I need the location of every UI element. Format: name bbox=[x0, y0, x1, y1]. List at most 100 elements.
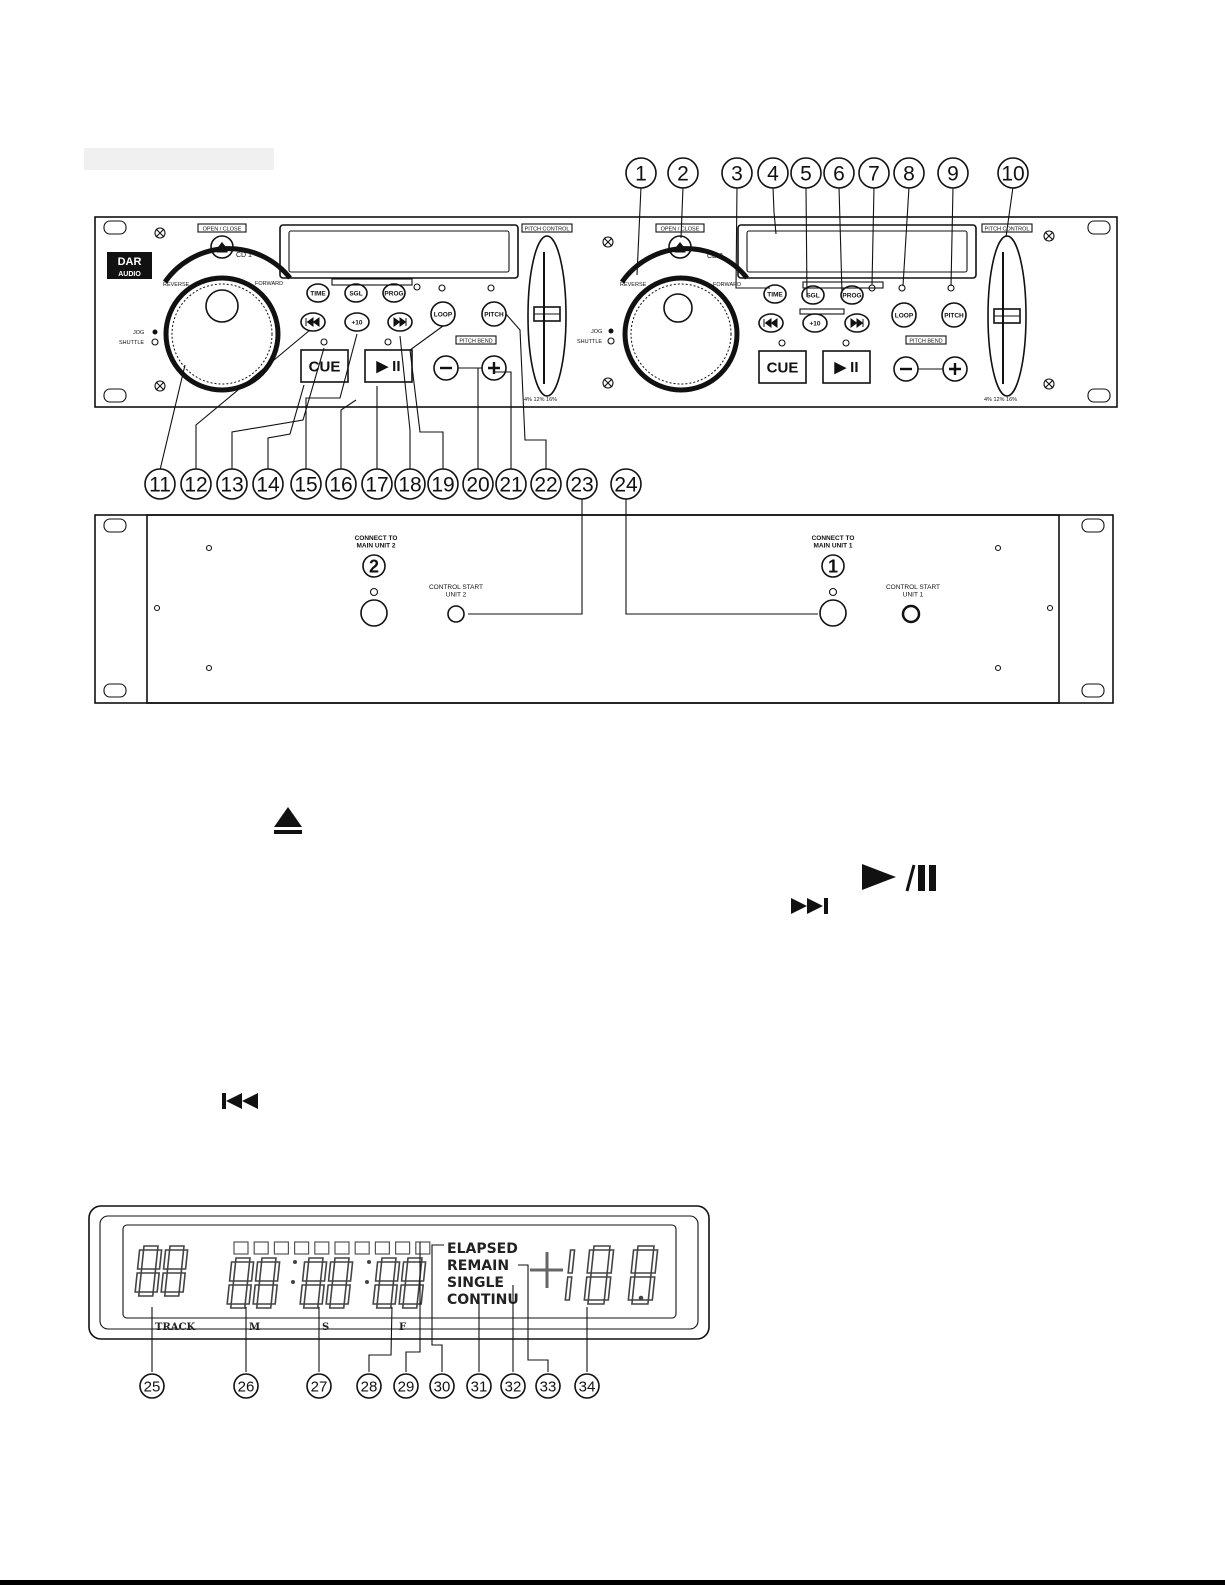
next-track-button[interactable] bbox=[387, 312, 413, 332]
plus10-button[interactable]: +10 bbox=[344, 312, 370, 332]
callout-18: 18 bbox=[394, 468, 426, 500]
callout-3: 3 bbox=[721, 157, 753, 189]
callout-32: 32 bbox=[500, 1373, 526, 1399]
play-pause-icon bbox=[862, 864, 936, 892]
cue-button[interactable]: CUE bbox=[300, 349, 349, 383]
pitch-bend-plus-button[interactable] bbox=[481, 355, 507, 381]
screw-icon bbox=[154, 227, 166, 239]
control-start-unit1-jack[interactable] bbox=[901, 604, 921, 624]
svg-text:TIME: TIME bbox=[310, 291, 326, 298]
callout-4: 4 bbox=[757, 157, 789, 189]
pitch-led bbox=[487, 284, 495, 292]
lcd-continu: CONTINU bbox=[447, 1292, 519, 1308]
svg-text:12: 12 bbox=[184, 474, 207, 497]
lcd-index-bar bbox=[233, 1241, 431, 1255]
svg-text:11: 11 bbox=[149, 474, 171, 497]
callout-6: 6 bbox=[823, 157, 855, 189]
svg-text:3: 3 bbox=[731, 163, 743, 186]
unit-1: OPEN / CLOSE CD 1 REVERSE FORWARD JOG SH… bbox=[119, 223, 573, 403]
seven-segment-digit bbox=[252, 1257, 281, 1309]
front-panel-frame bbox=[94, 216, 1118, 408]
svg-text:+10: +10 bbox=[809, 321, 820, 328]
button-plate bbox=[331, 278, 413, 286]
open-close-plate bbox=[197, 223, 247, 233]
shuttle-button[interactable] bbox=[607, 337, 615, 345]
pitch-slider-track bbox=[527, 235, 567, 397]
pitch-bend-minus-button[interactable] bbox=[893, 356, 919, 382]
seven-segment-digit bbox=[398, 1257, 427, 1309]
svg-text:14: 14 bbox=[256, 474, 280, 497]
shuttle-button[interactable] bbox=[151, 338, 159, 346]
callout-24: 24 bbox=[610, 468, 642, 500]
cue-button[interactable]: CUE bbox=[758, 350, 807, 384]
svg-text:PITCH: PITCH bbox=[944, 313, 964, 320]
time-button[interactable]: TIME bbox=[763, 284, 787, 304]
lcd-outer-frame bbox=[88, 1205, 710, 1340]
next-track-icon bbox=[791, 898, 828, 914]
prog-button[interactable]: PROG bbox=[382, 283, 406, 303]
callout-20: 20 bbox=[462, 468, 494, 500]
scan-smudge bbox=[84, 148, 274, 170]
callout-leaders-top bbox=[636, 186, 1014, 298]
svg-text:20: 20 bbox=[466, 474, 489, 497]
index-segment bbox=[233, 1241, 249, 1255]
lcd-single: SINGLE bbox=[447, 1275, 504, 1291]
control-start-unit2-jack[interactable] bbox=[447, 605, 465, 623]
svg-text:29: 29 bbox=[398, 1378, 415, 1395]
cd1-label: CD 1 bbox=[236, 252, 252, 259]
connect-main-unit1-jack[interactable] bbox=[819, 599, 847, 627]
svg-text:33: 33 bbox=[540, 1378, 557, 1395]
reverse-label: REVERSE bbox=[163, 282, 190, 288]
svg-text:▶ II: ▶ II bbox=[375, 358, 400, 375]
svg-text:26: 26 bbox=[238, 1378, 255, 1395]
callout-29: 29 bbox=[393, 1373, 419, 1399]
play-pause-button[interactable]: ▶ II bbox=[822, 350, 871, 384]
pitch-bend-plus-button[interactable] bbox=[942, 356, 968, 382]
next-track-button[interactable] bbox=[844, 313, 870, 333]
logo-bottom: AUDIO bbox=[118, 271, 141, 278]
index-segment bbox=[314, 1241, 330, 1255]
previous-track-button[interactable] bbox=[758, 313, 784, 333]
display-window bbox=[279, 224, 519, 279]
pitch-bend-minus-button[interactable] bbox=[433, 355, 459, 381]
lcd-s-label: S bbox=[322, 1322, 329, 1333]
seven-segment-digit bbox=[372, 1257, 401, 1309]
pitch-button[interactable]: PITCH bbox=[481, 301, 507, 327]
rack-slot bbox=[103, 518, 127, 533]
sgl-button[interactable]: SGL bbox=[344, 283, 368, 303]
callout-26: 26 bbox=[233, 1373, 259, 1399]
jog-wheel[interactable] bbox=[622, 275, 740, 393]
callout-1: 1 bbox=[625, 157, 657, 189]
svg-text:SGL: SGL bbox=[806, 293, 819, 300]
previous-track-button[interactable] bbox=[300, 312, 326, 332]
pitch-button[interactable]: PITCH bbox=[941, 302, 967, 328]
lcd-colons bbox=[291, 1260, 644, 1301]
prog-button[interactable]: PROG bbox=[840, 285, 864, 305]
indicator-led bbox=[413, 283, 421, 291]
open-close-label: OPEN / CLOSE bbox=[661, 227, 700, 233]
rack-slot bbox=[1081, 518, 1105, 533]
svg-text:LOOP: LOOP bbox=[434, 312, 453, 319]
page-bottom-rule bbox=[0, 1580, 1225, 1585]
callout-33: 33 bbox=[535, 1373, 561, 1399]
loop-button[interactable]: LOOP bbox=[891, 302, 917, 328]
time-button[interactable]: TIME bbox=[306, 283, 330, 303]
open-close-label: OPEN / CLOSE bbox=[203, 227, 242, 233]
sgl-button[interactable]: SGL bbox=[801, 285, 825, 305]
play-pause-button[interactable]: ▶ II bbox=[364, 349, 413, 383]
svg-text:1: 1 bbox=[635, 163, 647, 186]
seven-segment-digit bbox=[564, 1249, 576, 1301]
connect-main-unit2-jack[interactable] bbox=[360, 599, 388, 627]
play-led bbox=[842, 339, 850, 347]
svg-text:SGL: SGL bbox=[349, 291, 362, 298]
plus10-button[interactable]: +10 bbox=[802, 313, 828, 333]
callout-31: 31 bbox=[466, 1373, 492, 1399]
rack-slot bbox=[1087, 220, 1111, 235]
display-window bbox=[737, 224, 977, 279]
jog-wheel[interactable] bbox=[163, 275, 281, 393]
lcd-inner-frame bbox=[122, 1224, 677, 1319]
loop-button[interactable]: LOOP bbox=[430, 301, 456, 327]
svg-text:2: 2 bbox=[677, 163, 689, 186]
